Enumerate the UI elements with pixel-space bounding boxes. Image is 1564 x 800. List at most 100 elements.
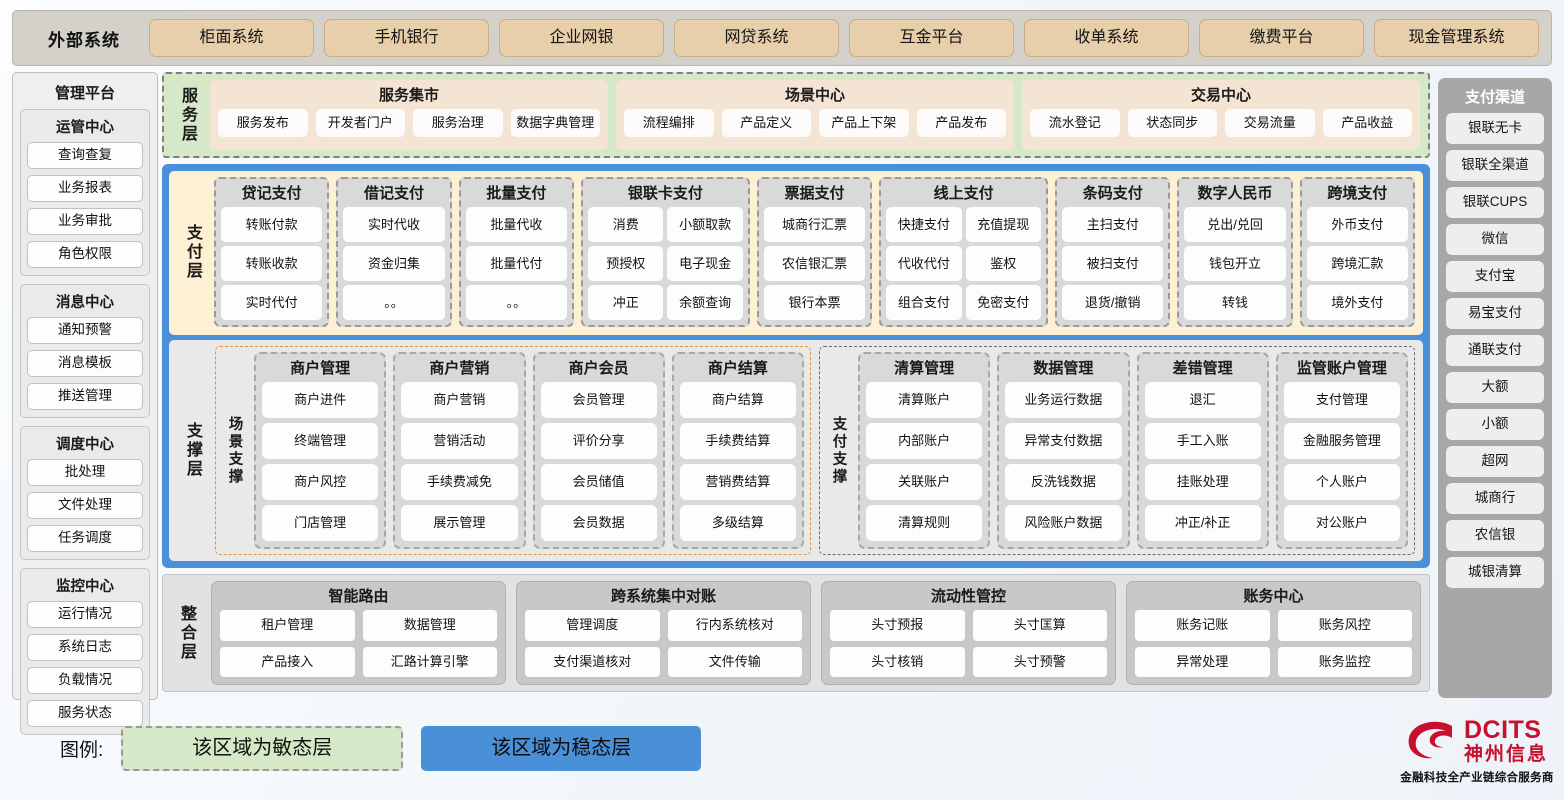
support-item[interactable]: 营销活动 xyxy=(401,423,518,459)
support-item[interactable]: 支付管理 xyxy=(1283,382,1400,418)
service-item[interactable]: 流程编排 xyxy=(624,109,714,137)
service-item[interactable]: 服务发布 xyxy=(218,109,308,137)
payment-item[interactable]: 预授权 xyxy=(587,246,664,281)
integration-item[interactable]: 管理调度 xyxy=(525,610,660,641)
support-item[interactable]: 商户进件 xyxy=(262,382,379,418)
payment-item[interactable]: 被扫支付 xyxy=(1062,246,1164,281)
payment-item[interactable]: 外币支付 xyxy=(1306,207,1409,242)
integration-item[interactable]: 头寸预报 xyxy=(830,610,965,641)
admin-menu-item[interactable]: 推送管理 xyxy=(27,383,143,410)
support-item[interactable]: 手续费结算 xyxy=(679,423,796,459)
payment-channel-item[interactable]: 银联全渠道 xyxy=(1446,150,1544,181)
service-item[interactable]: 交易流量 xyxy=(1225,109,1315,137)
payment-channel-item[interactable]: 城商行 xyxy=(1446,483,1544,514)
support-item[interactable]: 手工入账 xyxy=(1144,423,1261,459)
payment-channel-item[interactable]: 通联支付 xyxy=(1446,335,1544,366)
external-system-chip[interactable]: 缴费平台 xyxy=(1199,19,1364,57)
support-item[interactable]: 内部账户 xyxy=(866,423,983,459)
integration-item[interactable]: 文件传输 xyxy=(667,646,802,677)
external-system-chip[interactable]: 网贷系统 xyxy=(674,19,839,57)
admin-menu-item[interactable]: 业务报表 xyxy=(27,175,143,202)
payment-item[interactable]: 电子现金 xyxy=(667,246,743,281)
external-system-chip[interactable]: 现金管理系统 xyxy=(1374,19,1539,57)
integration-item[interactable]: 头寸预警 xyxy=(972,646,1107,677)
payment-channel-item[interactable]: 大额 xyxy=(1446,372,1544,403)
payment-channel-item[interactable]: 微信 xyxy=(1446,224,1544,255)
service-item[interactable]: 产品收益 xyxy=(1322,109,1412,137)
payment-item[interactable]: 冲正 xyxy=(587,285,664,320)
support-item[interactable]: 会员数据 xyxy=(540,505,657,541)
payment-item[interactable]: 批量代收 xyxy=(465,207,567,242)
support-item[interactable]: 对公账户 xyxy=(1283,505,1400,541)
payment-item[interactable]: 转账付款 xyxy=(221,207,323,242)
payment-channel-item[interactable]: 易宝支付 xyxy=(1446,298,1544,329)
support-item[interactable]: 商户营销 xyxy=(401,382,518,418)
payment-item[interactable]: 转钱 xyxy=(1184,285,1286,320)
admin-menu-item[interactable]: 任务调度 xyxy=(27,525,143,552)
external-system-chip[interactable]: 柜面系统 xyxy=(149,19,314,57)
payment-channel-item[interactable]: 城银清算 xyxy=(1446,557,1544,588)
service-item[interactable]: 产品发布 xyxy=(916,109,1006,137)
support-item[interactable]: 反洗钱数据 xyxy=(1005,464,1122,500)
support-item[interactable]: 终端管理 xyxy=(262,423,379,459)
support-item[interactable]: 多级结算 xyxy=(679,505,796,541)
integration-item[interactable]: 产品接入 xyxy=(220,646,355,677)
integration-item[interactable]: 租户管理 xyxy=(220,610,355,641)
service-item[interactable]: 开发者门户 xyxy=(315,109,405,137)
integration-item[interactable]: 行内系统核对 xyxy=(667,610,802,641)
admin-menu-item[interactable]: 通知预警 xyxy=(27,317,143,344)
admin-menu-item[interactable]: 消息模板 xyxy=(27,350,143,377)
service-item[interactable]: 服务治理 xyxy=(413,109,503,137)
support-item[interactable]: 门店管理 xyxy=(262,505,379,541)
payment-channel-item[interactable]: 超网 xyxy=(1446,446,1544,477)
integration-item[interactable]: 账务监控 xyxy=(1277,646,1412,677)
support-item[interactable]: 业务运行数据 xyxy=(1005,382,1122,418)
support-item[interactable]: 商户结算 xyxy=(679,382,796,418)
payment-item[interactable]: 主扫支付 xyxy=(1062,207,1164,242)
service-item[interactable]: 产品定义 xyxy=(721,109,811,137)
service-item[interactable]: 数据字典管理 xyxy=(510,109,600,137)
payment-item[interactable]: 批量代付 xyxy=(465,246,567,281)
support-item[interactable]: 退汇 xyxy=(1144,382,1261,418)
support-item[interactable]: 会员储值 xyxy=(540,464,657,500)
service-item[interactable]: 流水登记 xyxy=(1030,109,1120,137)
payment-item[interactable]: 快捷支付 xyxy=(886,207,962,242)
external-system-chip[interactable]: 收单系统 xyxy=(1024,19,1189,57)
payment-item[interactable]: 境外支付 xyxy=(1306,285,1409,320)
support-item[interactable]: 金融服务管理 xyxy=(1283,423,1400,459)
admin-menu-item[interactable]: 负载情况 xyxy=(27,667,143,694)
payment-item[interactable]: 跨境汇款 xyxy=(1306,246,1409,281)
external-system-chip[interactable]: 互金平台 xyxy=(849,19,1014,57)
support-item[interactable]: 风险账户数据 xyxy=(1005,505,1122,541)
external-system-chip[interactable]: 企业网银 xyxy=(499,19,664,57)
integration-item[interactable]: 账务记账 xyxy=(1135,610,1270,641)
payment-item[interactable]: 城商行汇票 xyxy=(763,207,866,242)
admin-menu-item[interactable]: 批处理 xyxy=(27,459,143,486)
payment-item[interactable]: 实时代付 xyxy=(221,285,323,320)
payment-item[interactable]: 钱包开立 xyxy=(1184,246,1286,281)
payment-channel-item[interactable]: 银联无卡 xyxy=(1446,113,1544,144)
payment-item[interactable]: 实时代收 xyxy=(343,207,445,242)
support-item[interactable]: 个人账户 xyxy=(1283,464,1400,500)
service-item[interactable]: 状态同步 xyxy=(1127,109,1217,137)
support-item[interactable]: 商户风控 xyxy=(262,464,379,500)
support-item[interactable]: 清算账户 xyxy=(866,382,983,418)
payment-item[interactable]: 余额查询 xyxy=(667,285,743,320)
integration-item[interactable]: 账务风控 xyxy=(1277,610,1412,641)
payment-item[interactable]: 。。 xyxy=(343,285,445,320)
payment-item[interactable]: 农信银汇票 xyxy=(763,246,866,281)
support-item[interactable]: 挂账处理 xyxy=(1144,464,1261,500)
admin-menu-item[interactable]: 服务状态 xyxy=(27,700,143,727)
payment-item[interactable]: 转账收款 xyxy=(221,246,323,281)
service-item[interactable]: 产品上下架 xyxy=(819,109,909,137)
payment-item[interactable]: 退货/撤销 xyxy=(1062,285,1164,320)
payment-channel-item[interactable]: 农信银 xyxy=(1446,520,1544,551)
admin-menu-item[interactable]: 业务审批 xyxy=(27,208,143,235)
payment-item[interactable]: 。。 xyxy=(465,285,567,320)
integration-item[interactable]: 头寸匡算 xyxy=(972,610,1107,641)
payment-item[interactable]: 银行本票 xyxy=(763,285,866,320)
payment-channel-item[interactable]: 小额 xyxy=(1446,409,1544,440)
payment-item[interactable]: 兑出/兑回 xyxy=(1184,207,1286,242)
support-item[interactable]: 评价分享 xyxy=(540,423,657,459)
admin-menu-item[interactable]: 运行情况 xyxy=(27,601,143,628)
